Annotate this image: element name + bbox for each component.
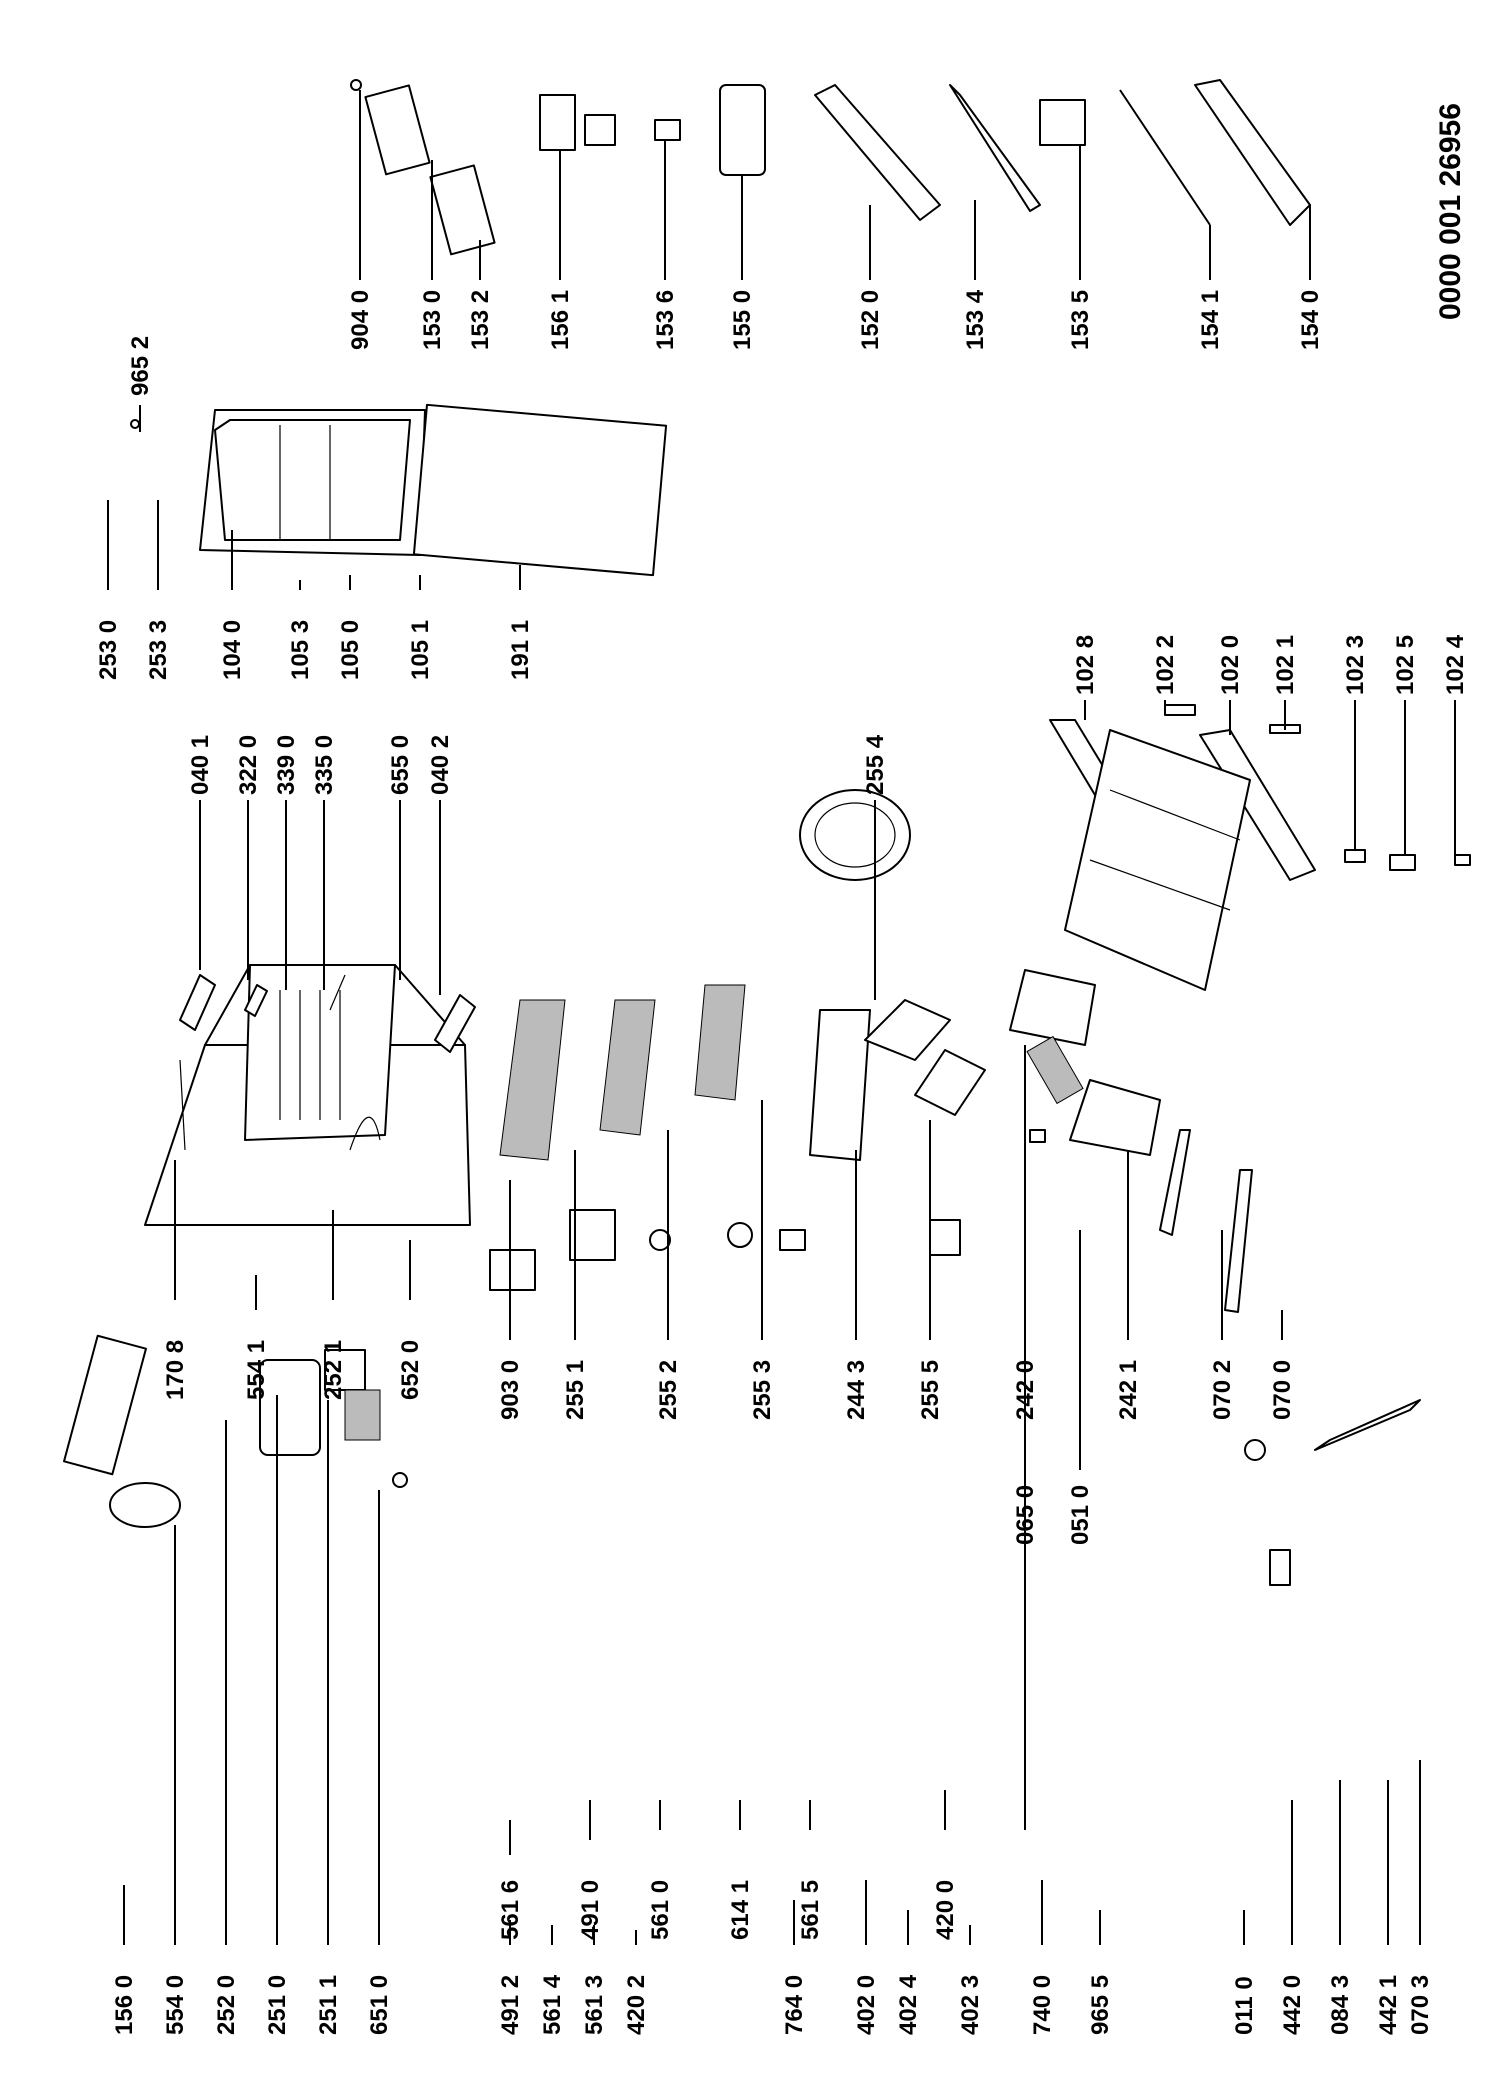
label-402-0: 402 0	[853, 1975, 880, 2035]
electrical-parts-drawing	[489, 1035, 1291, 1586]
label-255-5: 255 5	[917, 1360, 944, 1420]
label-253-3: 253 3	[145, 620, 172, 680]
plinth-drawing	[1314, 1399, 1421, 1451]
label-442-0: 442 0	[1279, 1975, 1306, 2035]
label-442-1: 442 1	[1375, 1975, 1402, 2035]
label-244-3: 244 3	[843, 1360, 870, 1420]
label-070-3: 070 3	[1407, 1975, 1434, 2035]
gasket-drawing	[412, 403, 668, 577]
label-154-0: 154 0	[1297, 290, 1324, 350]
label-561-5: 561 5	[797, 1880, 824, 1940]
label-153-5: 153 5	[1067, 290, 1094, 350]
label-255-4: 255 4	[862, 734, 889, 795]
parts-artwork	[63, 79, 1471, 1586]
label-153-4: 153 4	[962, 289, 989, 350]
label-740-0: 740 0	[1029, 1975, 1056, 2035]
hinge-drawing	[179, 974, 476, 1053]
label-154-1: 154 1	[1197, 290, 1224, 350]
label-764-0: 764 0	[781, 1975, 808, 2035]
label-491-2: 491 2	[497, 1975, 524, 2035]
label-339-0: 339 0	[273, 735, 300, 795]
label-965-2: 965 2	[127, 336, 154, 396]
label-251-1: 251 1	[315, 1975, 342, 2035]
label-561-0: 561 0	[647, 1880, 674, 1940]
label-170-8: 170 8	[162, 1340, 189, 1400]
label-561-6: 561 6	[497, 1880, 524, 1940]
label-651-0: 651 0	[366, 1975, 393, 2035]
label-102-3: 102 3	[1342, 635, 1369, 695]
door-bins-drawing	[130, 79, 1311, 429]
compressor-drawing	[799, 789, 911, 881]
label-322-0: 322 0	[235, 735, 262, 795]
label-070-0: 070 0	[1269, 1360, 1296, 1420]
label-554-0: 554 0	[162, 1975, 189, 2035]
label-652-0: 652 0	[397, 1340, 424, 1400]
label-102-5: 102 5	[1392, 635, 1419, 695]
label-104-0: 104 0	[219, 620, 246, 680]
label-011-0: 011 0	[1231, 1976, 1258, 2035]
crisper-drawing	[1009, 969, 1253, 1313]
label-191-1: 191 1	[507, 620, 534, 680]
label-156-1: 156 1	[547, 290, 574, 350]
document-number: 0000 001 26956	[1434, 103, 1467, 320]
label-105-0: 105 0	[337, 620, 364, 680]
label-904-0: 904 0	[347, 290, 374, 350]
label-554-1: 554 1	[243, 1340, 270, 1400]
label-102-2: 102 2	[1152, 635, 1179, 695]
label-252-1: 252 1	[320, 1340, 347, 1400]
label-402-3: 402 3	[957, 1975, 984, 2035]
label-153-2: 153 2	[467, 290, 494, 350]
label-051-0: 051 0	[1067, 1485, 1094, 1545]
label-252-0: 252 0	[213, 1975, 240, 2035]
label-335-0: 335 0	[311, 735, 338, 795]
label-102-1: 102 1	[1272, 635, 1299, 695]
label-242-0: 242 0	[1012, 1360, 1039, 1420]
label-420-0: 420 0	[932, 1880, 959, 1940]
label-402-4: 402 4	[895, 1974, 922, 2035]
label-153-6: 153 6	[652, 290, 679, 350]
label-655-0: 655 0	[387, 735, 414, 795]
label-105-1: 105 1	[407, 620, 434, 680]
accessories-drawing	[63, 1334, 408, 1528]
label-040-1: 040 1	[187, 735, 214, 795]
label-155-0: 155 0	[729, 290, 756, 350]
label-040-2: 040 2	[427, 735, 454, 795]
label-105-3: 105 3	[287, 620, 314, 680]
label-255-2: 255 2	[655, 1360, 682, 1420]
shelves-drawing	[499, 984, 986, 1161]
base-tray-drawing	[1064, 729, 1251, 991]
label-903-0: 903 0	[497, 1360, 524, 1420]
part-labels: 156 0 554 0 252 0 251 0 251 1 651 0 491 …	[95, 103, 1469, 2035]
label-253-0: 253 0	[95, 620, 122, 680]
leader-lines	[107, 90, 1456, 1945]
label-152-0: 152 0	[857, 290, 884, 350]
label-965-5: 965 5	[1087, 1975, 1114, 2035]
label-255-1: 255 1	[562, 1360, 589, 1420]
label-491-0: 491 0	[577, 1880, 604, 1940]
label-065-0: 065 0	[1012, 1485, 1039, 1545]
label-102-4: 102 4	[1442, 634, 1469, 695]
label-070-2: 070 2	[1209, 1360, 1236, 1420]
label-102-8: 102 8	[1072, 635, 1099, 695]
label-156-0: 156 0	[111, 1975, 138, 2035]
cabinet-drawing	[144, 964, 471, 1226]
label-242-1: 242 1	[1115, 1360, 1142, 1420]
label-153-0: 153 0	[419, 290, 446, 350]
label-255-3: 255 3	[749, 1360, 776, 1420]
label-561-3: 561 3	[581, 1975, 608, 2035]
freezer-door-drawing	[199, 409, 426, 556]
label-561-4: 561 4	[539, 1974, 566, 2035]
label-614-1: 614 1	[727, 1880, 754, 1940]
label-102-0: 102 0	[1217, 635, 1244, 695]
label-084-3: 084 3	[1327, 1975, 1354, 2035]
label-251-0: 251 0	[264, 1975, 291, 2035]
label-420-2: 420 2	[623, 1975, 650, 2035]
